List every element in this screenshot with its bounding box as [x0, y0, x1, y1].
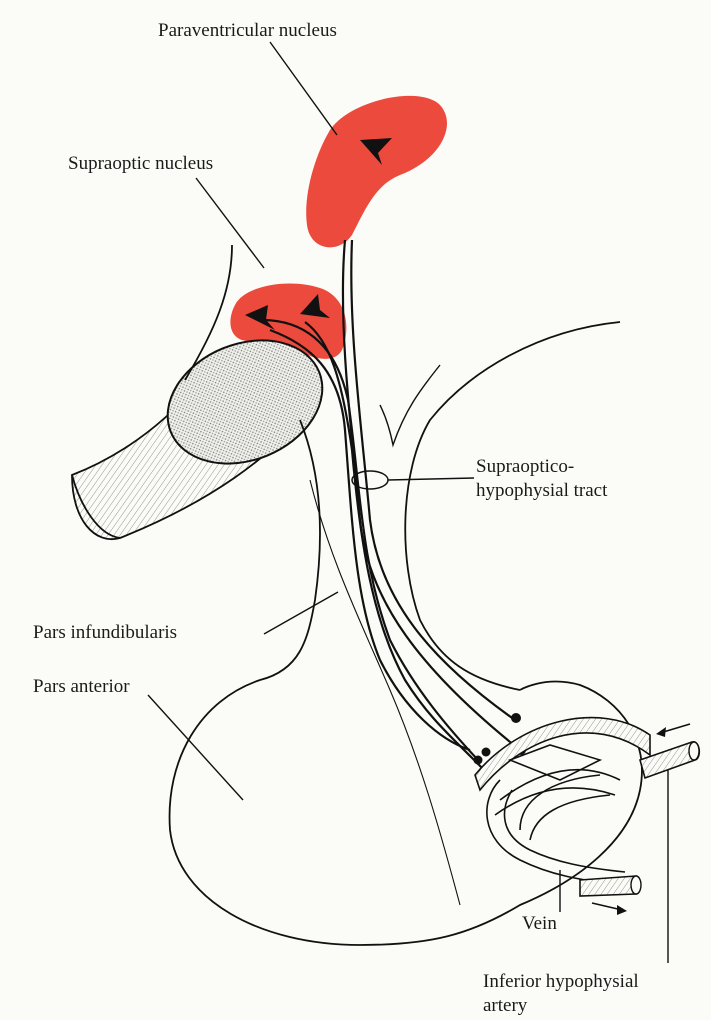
label-artery-line1: Inferior hypophysial	[483, 970, 639, 994]
flow-arrow-out-icon	[592, 903, 627, 915]
pars-infundibularis-boundary	[310, 480, 460, 905]
label-vein: Vein	[522, 912, 557, 936]
posterior-lobe-vessels	[475, 718, 650, 885]
label-supraoptico-hypophysial-tract: Supraoptico- hypophysial tract	[476, 455, 607, 503]
label-supraoptic-nucleus: Supraoptic nucleus	[68, 152, 213, 176]
label-paraventricular-nucleus: Paraventricular nucleus	[158, 19, 337, 43]
label-tract-line1: Supraoptico-	[476, 455, 607, 479]
flow-arrow-in-icon	[656, 724, 690, 737]
label-tract-line2: hypophysial tract	[476, 479, 607, 503]
third-ventricle-outline	[380, 365, 440, 445]
brain-outline-right	[405, 322, 620, 690]
label-pars-infundibularis: Pars infundibularis	[33, 621, 177, 645]
paraventricular-nucleus-shape	[306, 96, 447, 247]
label-artery-line2: artery	[483, 994, 639, 1018]
label-inferior-hypophysial-artery: Inferior hypophysial artery	[483, 970, 639, 1018]
label-pars-anterior: Pars anterior	[33, 675, 130, 699]
